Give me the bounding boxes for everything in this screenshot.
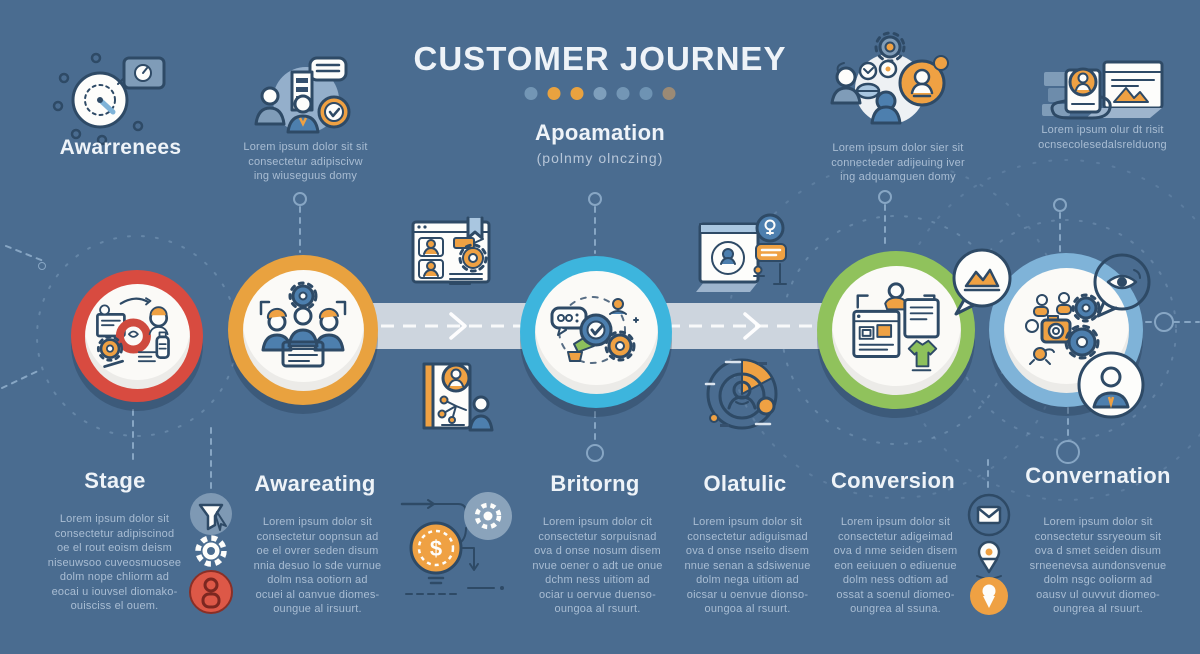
- stage-label-2: Awareating: [254, 471, 376, 496]
- progress-dot: [524, 87, 538, 100]
- progress-dot: [616, 87, 630, 100]
- stage-label-1: Stage: [84, 468, 146, 493]
- stage-text-3: Lorem ipsum dolor cit consectetur sorpui…: [532, 516, 663, 615]
- team-meeting-icon: [259, 281, 347, 368]
- progress-dot: [570, 87, 584, 100]
- storefront-icon: [852, 282, 940, 372]
- chart-bubble-icon: [952, 248, 1012, 316]
- top-text-col6: Lorem ipsum olur dt risit ocnsecolesedal…: [1038, 124, 1167, 151]
- awareness-label: Awarrenees: [59, 136, 182, 159]
- stage-circle-consideration: [228, 255, 378, 405]
- hand-card-icon: [1042, 60, 1164, 120]
- stage-text-5: Lorem ipsum dolor sit consectetur adigei…: [833, 516, 958, 615]
- doc-lightbulb-icon: [696, 213, 787, 292]
- stage-text-1: Lorem ipsum dolor sit consectetur adipis…: [47, 513, 182, 612]
- stage-label-4: Olatulic: [703, 471, 787, 496]
- stage-circle-awareness: [71, 270, 203, 402]
- svg-text:$: $: [430, 536, 442, 561]
- progress-dot: [639, 87, 653, 100]
- avatar-bubble-icon: [1077, 351, 1145, 419]
- top-text-col2: Lorem ipsum dolor sit sit consectetur ad…: [243, 141, 368, 182]
- progress-dots: [524, 87, 676, 100]
- eye-bubble-icon: [1093, 253, 1151, 318]
- gear-icon: [195, 535, 227, 567]
- subtitle-sub: (polnmy olnczing): [536, 150, 664, 166]
- globe-users-icon: [704, 358, 778, 430]
- stage-text-2: Lorem ipsum dolor sit consectetur oopnsu…: [253, 516, 382, 615]
- gauge-icon: [52, 52, 166, 146]
- dollar-flow-icon: $: [400, 492, 512, 595]
- stage-label-5: Conversion: [830, 468, 956, 493]
- stage-circle-conversion: [817, 251, 975, 409]
- person-badge-icon: [189, 570, 233, 614]
- engagement-target-icon: [550, 296, 639, 364]
- people-gears-icon: [830, 31, 949, 125]
- stage-circle-engagement: [520, 256, 672, 408]
- team-chat-icon: [254, 56, 351, 134]
- advocacy-camera-icon: [1025, 292, 1101, 365]
- contact-cards-icon: [411, 216, 491, 285]
- stage-text-6: Lorem ipsum dolor sit consectetur ssryeo…: [1029, 516, 1167, 615]
- progress-dot: [593, 87, 607, 100]
- subtitle-heading: Apoamation: [534, 120, 666, 145]
- research-icon: [96, 297, 170, 368]
- stage-label-3: Britorng: [550, 471, 640, 496]
- page-title: CUSTOMER JOURNEY: [413, 40, 787, 77]
- contact-pins-strip: [967, 493, 1011, 615]
- top-text-col5: Lorem ipsum dolor sier sit connecteder a…: [831, 142, 965, 183]
- progress-dot: [547, 87, 561, 100]
- stage-label-6: Convernation: [1025, 463, 1171, 488]
- stage-text-4: Lorem ipsum dolor sit consectetur adigui…: [684, 516, 811, 615]
- handbook-icon: [422, 362, 494, 432]
- funnel-cursor-icon: [190, 493, 232, 535]
- progress-dot: [662, 87, 676, 100]
